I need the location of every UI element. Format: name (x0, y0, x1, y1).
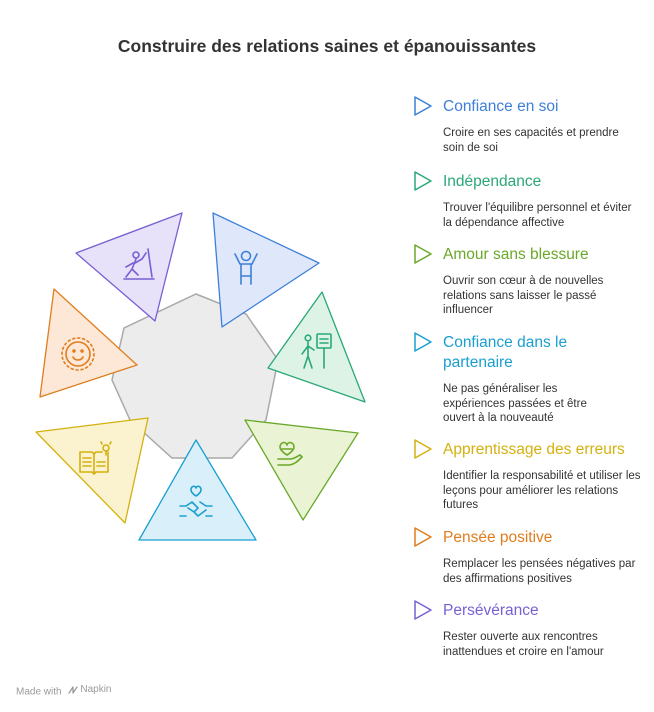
smiley-face-icon (61, 337, 95, 371)
footer-made-with: Made with (16, 686, 62, 698)
segment-amour-sans-blessure[interactable] (244, 419, 359, 521)
open-book-idea-icon (79, 441, 112, 475)
legend-item-description: Identifier la responsabilité et utiliser… (443, 470, 641, 511)
legend-item-title: Apprentissage des erreurs (443, 441, 625, 458)
person-signboard-icon (301, 333, 332, 369)
handshake-heart-icon (179, 485, 213, 517)
legend-item: Persévérance Rester ouverte aux rencontr… (412, 600, 642, 659)
legend-item-description: Ouvrir son cœur à de nouvelles relations… (443, 275, 604, 316)
legend-item-title: Persévérance (443, 602, 539, 619)
play-triangle-icon (414, 439, 432, 459)
segment-pensee-positive[interactable] (39, 288, 138, 398)
person-arms-up-icon (234, 250, 258, 285)
legend-item-title: Confiance dans le partenaire (443, 334, 568, 371)
legend-item: Amour sans blessure Ouvrir son cœur à de… (412, 244, 642, 318)
legend-item-description: Ne pas généraliser les expériences passé… (443, 383, 587, 424)
legend-item: Pensée positive Remplacer les pensées né… (412, 527, 642, 586)
legend-item-description: Rester ouverte aux rencontres inattendue… (443, 631, 604, 658)
segment-confiance-en-soi[interactable] (212, 212, 320, 328)
footer-brand: Napkin (80, 684, 112, 695)
segment-apprentissage-erreurs[interactable] (35, 417, 149, 524)
legend-item: Apprentissage des erreurs Identifier la … (412, 439, 642, 513)
play-triangle-icon (414, 171, 432, 191)
play-triangle-icon (414, 96, 432, 116)
legend-item: Indépendance Trouver l'équilibre personn… (412, 171, 642, 230)
segment-independance[interactable] (267, 291, 366, 403)
legend-item-title: Indépendance (443, 173, 542, 190)
footer-credit: Made with Napkin (16, 684, 112, 698)
napkin-logo-icon (68, 685, 79, 694)
legend-item-description: Remplacer les pensées négatives par des … (443, 558, 636, 585)
play-triangle-icon (414, 244, 432, 264)
diagram-title: Construire des relations saines et épano… (117, 36, 537, 56)
legend-item: Confiance en soi Croire en ses capacités… (412, 96, 642, 155)
play-triangle-icon (414, 527, 432, 547)
legend-item-description: Croire en ses capacités et prendre soin … (443, 127, 619, 154)
heart-in-hand-icon (277, 441, 303, 466)
hiker-icon (123, 248, 155, 280)
legend-item-title: Confiance en soi (443, 98, 559, 115)
segment-perseverance[interactable] (75, 212, 183, 322)
play-triangle-icon (414, 600, 432, 620)
segment-confiance-partenaire[interactable] (138, 439, 257, 541)
legend-item: Confiance dans le partenaire Ne pas géné… (412, 332, 612, 426)
legend-item-description: Trouver l'équilibre personnel et éviter … (443, 202, 632, 229)
legend-item-title: Amour sans blessure (443, 246, 589, 263)
legend-item-title: Pensée positive (443, 529, 553, 546)
play-triangle-icon (414, 332, 432, 352)
cycle-diagram (35, 212, 366, 541)
